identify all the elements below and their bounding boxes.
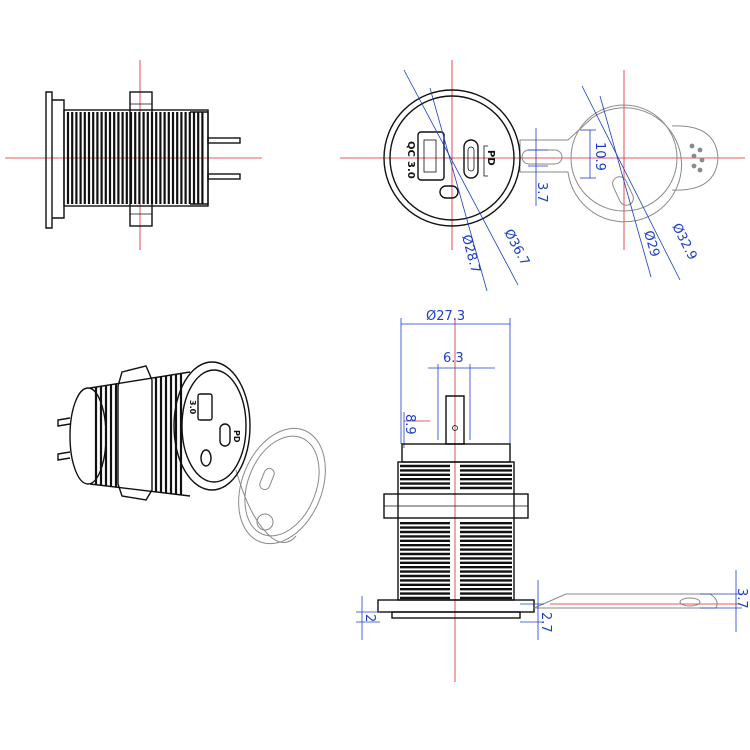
pd-label: PD (485, 150, 496, 166)
iso-led (200, 449, 212, 467)
dim-27-3: Ø27.3 (426, 309, 465, 324)
iso-pin-1 (57, 417, 71, 427)
usb-c-port (463, 139, 479, 179)
dim-line-d32-9 (581, 85, 681, 281)
elev-terminal-hole (452, 425, 458, 431)
iso-nut (117, 365, 153, 501)
elev-cap-knob (679, 597, 701, 607)
dim-3-7-top: 3.7 (534, 182, 549, 203)
iso-pd-label: PD (232, 430, 241, 443)
dim-line-d28-7 (429, 87, 488, 292)
iso-cap-ring (256, 513, 274, 531)
iso-usb-c (219, 423, 231, 447)
elev-threads (400, 464, 512, 600)
side-pin-top (207, 137, 241, 144)
cap-inner-ring (570, 104, 678, 212)
elev-flange-lip (391, 611, 521, 619)
iso-cap-inner (244, 435, 320, 537)
dim-line-d29 (599, 95, 652, 278)
elev-flange (377, 599, 535, 613)
dim-line-d36-7 (403, 69, 519, 286)
iso-threads (94, 373, 183, 495)
dim-d28-7: Ø28.7 (458, 233, 483, 275)
usb-c-tongue (467, 146, 475, 172)
iso-usb-a (197, 393, 213, 421)
dim-8-9: 8.9 (402, 414, 417, 435)
iso-qc-label: 3.0 (188, 400, 197, 415)
elev-back-cap (401, 443, 511, 463)
dim-d32-9: Ø32.9 (668, 221, 699, 263)
pd-bracket-left (483, 145, 488, 177)
side-flange (45, 91, 53, 229)
dim-d36-7: Ø36.7 (500, 227, 532, 269)
front-view: QC 3.0 PD Ø28.7 Ø36.7 Ø29 Ø32.9 10.9 3.7 (340, 60, 745, 292)
cap-tab (671, 125, 719, 191)
iso-pin-2 (57, 451, 71, 461)
iso-cap-disc (238, 427, 326, 545)
cap-strap-slot (521, 149, 563, 165)
iso-cap-strap (235, 469, 297, 543)
side-nut (129, 91, 153, 227)
dim-10-9: 10.9 (592, 142, 607, 171)
qc-version-label: 3.0 (405, 161, 416, 179)
dim-2-7: 2.7 (538, 612, 553, 633)
cap-grip-dots (689, 143, 705, 173)
dim-3-7-cap: 3.7 (734, 588, 749, 609)
led-indicator (439, 185, 459, 199)
front-inner-circle (389, 95, 515, 221)
iso-bezel-inner (181, 369, 247, 483)
iso-body-bottom (89, 483, 191, 497)
isometric-view: 3.0 PD (57, 361, 326, 545)
front-outer-circle (383, 89, 521, 227)
qc-label: QC (405, 141, 416, 157)
side-flange-step (52, 99, 65, 219)
cap-slot (612, 176, 634, 206)
dim-2: 2 (362, 614, 377, 622)
iso-cap-slot (259, 467, 275, 491)
dim-d29: Ø29 (640, 229, 662, 259)
dim-6-3: 6.3 (443, 351, 464, 366)
side-back-cap (190, 111, 209, 205)
usb-a-port (417, 131, 445, 181)
side-view (5, 60, 262, 250)
side-threads (66, 112, 204, 204)
iso-body-top (89, 371, 191, 389)
side-pin-bottom (207, 173, 241, 180)
usb-a-tongue (423, 139, 437, 173)
elevation-view: Ø27.3 6.3 8.9 2 2.7 3.7 (356, 309, 749, 682)
cap-outline (519, 107, 683, 223)
iso-bezel-outer (173, 361, 251, 491)
